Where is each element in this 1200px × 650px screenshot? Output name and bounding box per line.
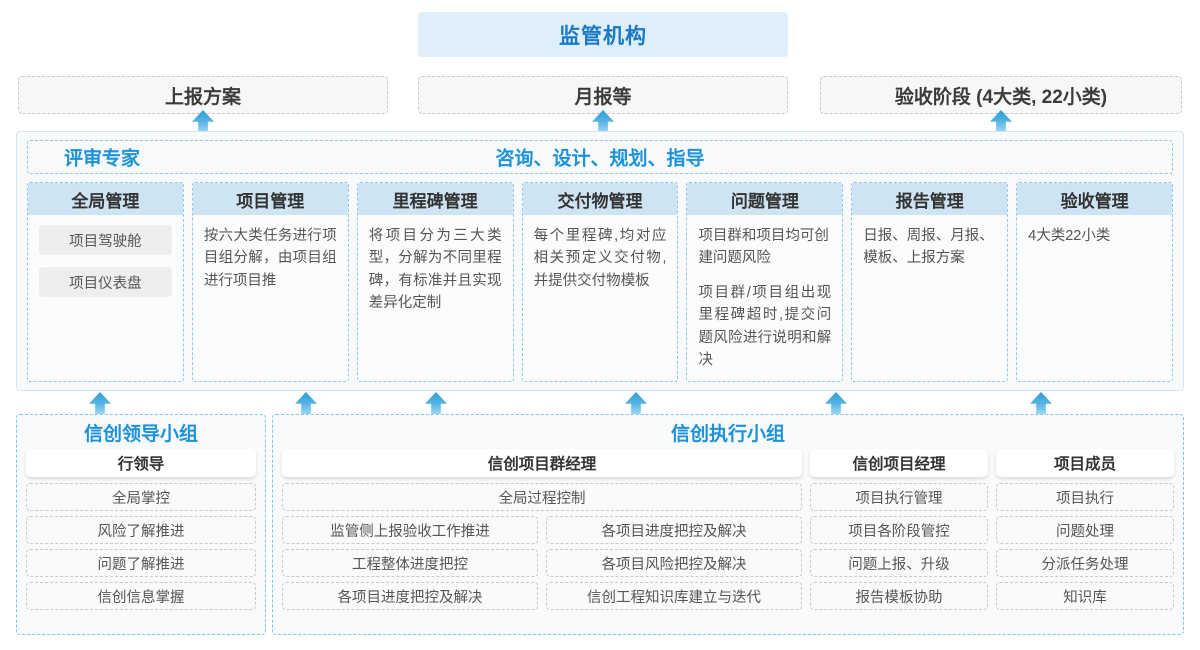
column-milestone-management[interactable]: 里程碑管理 将项目分为三大类型，分解为不同里程碑，有标准并且实现差异化定制 xyxy=(356,182,514,382)
column-title: 里程碑管理 xyxy=(357,183,513,215)
column-paragraph: 项目群/项目组出现里程碑超时,提交问题风险进行说明和解决 xyxy=(698,284,832,369)
column-body: 将项目分为三大类型，分解为不同里程碑，有标准并且实现差异化定制 xyxy=(358,215,513,381)
column-title: 全局管理 xyxy=(28,183,183,215)
column-paragraph: 按六大类任务进行项目组分解，由项目组进行项目推 xyxy=(203,228,337,289)
column-report-management[interactable]: 报告管理 日报、周报、月报、模板、上报方案 xyxy=(851,182,1009,382)
column-issue-management[interactable]: 问题管理 项目群和项目均可创建问题风险 项目群/项目组出现里程碑超时,提交问题风… xyxy=(686,182,844,382)
role-item[interactable]: 报告模板协助 xyxy=(810,582,988,610)
column-paragraph: 将项目分为三大类型，分解为不同里程碑，有标准并且实现差异化定制 xyxy=(368,228,502,312)
column-paragraph: 日报、周报、月报、模板、上报方案 xyxy=(863,228,994,267)
column-body: 按六大类任务进行项目组分解，由项目组进行项目推 xyxy=(193,215,348,381)
column-acceptance-management[interactable]: 验收管理 4大类22小类 xyxy=(1016,182,1174,382)
program-manager-left-items: 监管侧上报验收工作推进 工程整体进度把控 各项目进度把控及解决 xyxy=(282,516,538,610)
role-item[interactable]: 各项目风险把控及解决 xyxy=(546,549,802,577)
review-experts-label: 评审专家 xyxy=(64,148,141,170)
role-item[interactable]: 信创工程知识库建立与迭代 xyxy=(546,582,802,610)
top-box-label: 月报等 xyxy=(574,86,632,108)
top-box-label: 上报方案 xyxy=(164,86,241,108)
consulting-scope-label: 咨询、设计、规划、指导 xyxy=(495,148,705,170)
program-manager-right-items: 各项目进度把控及解决 各项目风险把控及解决 信创工程知识库建立与迭代 xyxy=(546,516,802,610)
role-item[interactable]: 风险了解推进 xyxy=(26,516,256,544)
top-box-monthly-report[interactable]: 月报等 xyxy=(418,76,788,114)
pill-item[interactable]: 项目驾驶舱 xyxy=(39,225,172,255)
regulator-banner: 监管机构 xyxy=(418,12,788,57)
role-header-project-member[interactable]: 项目成员 xyxy=(996,449,1174,477)
column-project-management[interactable]: 项目管理 按六大类任务进行项目组分解，由项目组进行项目推 xyxy=(191,182,349,382)
role-item[interactable]: 问题了解推进 xyxy=(26,549,256,577)
column-title: 问题管理 xyxy=(687,183,843,215)
exec-group-panel: 信创执行小组 信创项目群经理 全局过程控制 监管侧上报验收工作推进 工程整体进度… xyxy=(272,414,1184,635)
role-header-project-manager[interactable]: 信创项目经理 xyxy=(810,449,988,477)
role-item[interactable]: 信创信息掌握 xyxy=(26,582,256,610)
column-body: 每个里程碑,均对应相关预定义交付物,并提供交付物模板 xyxy=(523,215,678,381)
role-header-bank-leader[interactable]: 行领导 xyxy=(26,449,256,477)
lead-group-panel: 信创领导小组 行领导 全局掌控 风险了解推进 问题了解推进 信创信息掌握 xyxy=(16,414,266,635)
column-body: 日报、周报、月报、模板、上报方案 xyxy=(852,215,1007,381)
top-box-report-plan[interactable]: 上报方案 xyxy=(18,76,388,114)
exec-columns: 信创项目群经理 全局过程控制 监管侧上报验收工作推进 工程整体进度把控 各项目进… xyxy=(282,449,1174,610)
column-global-management[interactable]: 全局管理 项目驾驶舱 项目仪表盘 xyxy=(27,182,184,382)
role-item[interactable]: 项目各阶段管控 xyxy=(810,516,988,544)
column-body: 4大类22小类 xyxy=(1017,215,1172,381)
role-header-program-manager[interactable]: 信创项目群经理 xyxy=(282,449,802,477)
role-item[interactable]: 问题处理 xyxy=(996,516,1174,544)
column-title: 验收管理 xyxy=(1017,183,1173,215)
exec-group-title: 信创执行小组 xyxy=(670,424,785,445)
column-body: 项目驾驶舱 项目仪表盘 xyxy=(28,215,183,381)
management-columns: 全局管理 项目驾驶舱 项目仪表盘 项目管理 按六大类任务进行项目组分解，由项目组… xyxy=(27,182,1174,382)
column-paragraph: 项目群和项目均可创建问题风险 xyxy=(698,228,829,267)
column-title: 报告管理 xyxy=(852,183,1008,215)
role-item[interactable]: 全局掌控 xyxy=(26,483,256,511)
column-deliverable-management[interactable]: 交付物管理 每个里程碑,均对应相关预定义交付物,并提供交付物模板 xyxy=(521,182,679,382)
exec-column-program-manager: 信创项目群经理 全局过程控制 监管侧上报验收工作推进 工程整体进度把控 各项目进… xyxy=(282,449,802,610)
column-body: 项目群和项目均可创建问题风险 项目群/项目组出现里程碑超时,提交问题风险进行说明… xyxy=(687,215,842,381)
lead-group-title: 信创领导小组 xyxy=(83,424,198,445)
role-item-full[interactable]: 全局过程控制 xyxy=(282,483,802,511)
role-item[interactable]: 各项目进度把控及解决 xyxy=(282,582,538,610)
role-item[interactable]: 知识库 xyxy=(996,582,1174,610)
pill-item[interactable]: 项目仪表盘 xyxy=(39,267,172,297)
column-paragraph: 每个里程碑,均对应相关预定义交付物,并提供交付物模板 xyxy=(533,228,667,289)
consulting-band: 评审专家 咨询、设计、规划、指导 全局管理 项目驾驶舱 项目仪表盘 项目管理 按… xyxy=(16,131,1184,391)
column-title: 项目管理 xyxy=(192,183,348,215)
consulting-band-header: 评审专家 咨询、设计、规划、指导 xyxy=(27,140,1173,174)
top-box-acceptance-stage[interactable]: 验收阶段 (4大类, 22小类) xyxy=(820,76,1182,114)
role-item[interactable]: 项目执行管理 xyxy=(810,483,988,511)
role-item[interactable]: 各项目进度把控及解决 xyxy=(546,516,802,544)
exec-column-project-manager: 信创项目经理 项目执行管理 项目各阶段管控 问题上报、升级 报告模板协助 xyxy=(810,449,988,610)
exec-column-project-member: 项目成员 项目执行 问题处理 分派任务处理 知识库 xyxy=(996,449,1174,610)
column-paragraph: 4大类22小类 xyxy=(1028,228,1111,244)
role-item[interactable]: 问题上报、升级 xyxy=(810,549,988,577)
role-item[interactable]: 分派任务处理 xyxy=(996,549,1174,577)
role-item[interactable]: 项目执行 xyxy=(996,483,1174,511)
role-item[interactable]: 工程整体进度把控 xyxy=(282,549,538,577)
column-title: 交付物管理 xyxy=(522,183,678,215)
top-box-label: 验收阶段 (4大类, 22小类) xyxy=(894,86,1108,108)
program-manager-subcolumns: 监管侧上报验收工作推进 工程整体进度把控 各项目进度把控及解决 各项目进度把控及… xyxy=(282,516,802,610)
role-item[interactable]: 监管侧上报验收工作推进 xyxy=(282,516,538,544)
